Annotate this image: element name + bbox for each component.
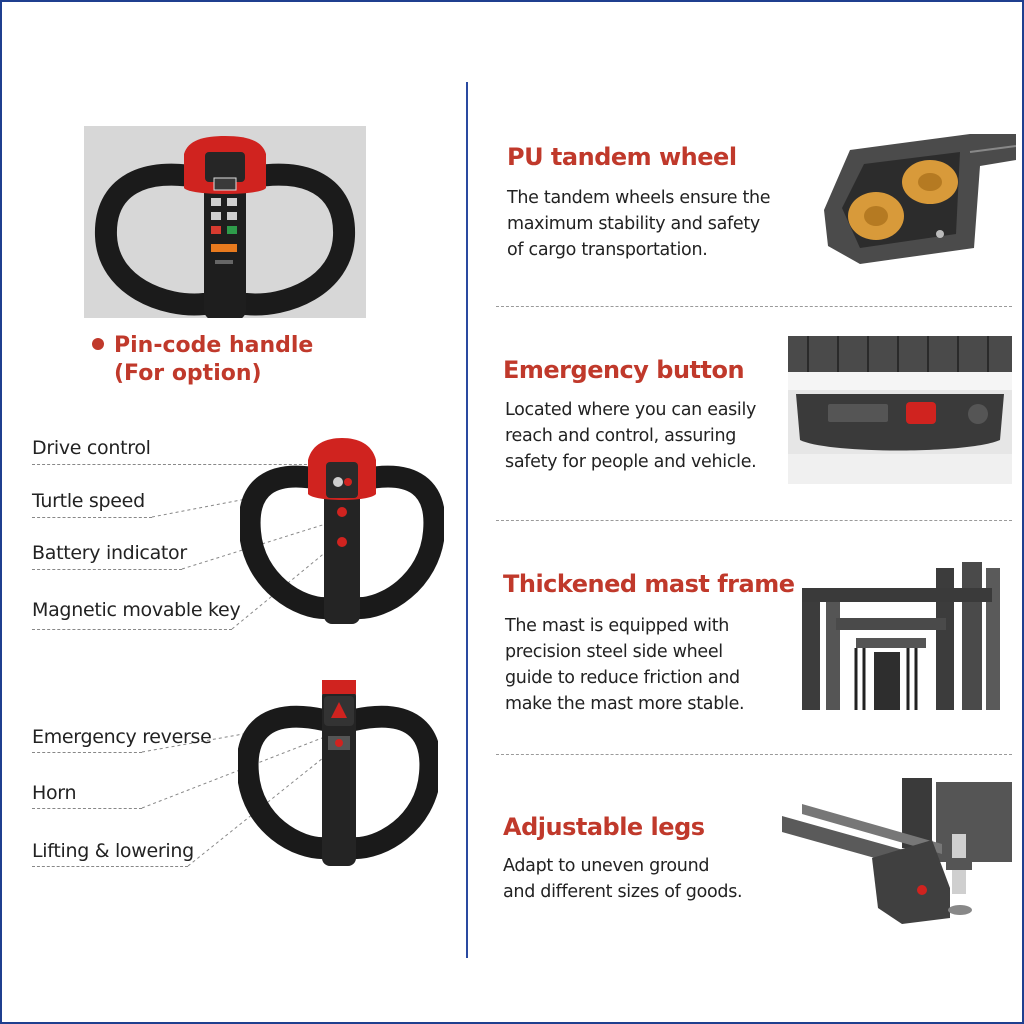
label-underline <box>32 464 322 465</box>
label-emergency-reverse: Emergency reverse <box>32 726 212 748</box>
section-separator <box>496 520 1012 521</box>
label-turtle-speed: Turtle speed <box>32 490 145 512</box>
bullet-dot <box>92 338 104 350</box>
desc-line: Adapt to uneven ground <box>503 856 710 876</box>
feature-desc-pu-tandem-wheel: The tandem wheels ensure the maximum sta… <box>507 185 771 263</box>
label-underline <box>32 808 142 809</box>
desc-line: maximum stability and safety <box>507 214 760 234</box>
label-magnetic-movable-key: Magnetic movable key <box>32 599 241 621</box>
tandem-wheel-image <box>824 134 1016 264</box>
feature-title-thickened-mast-frame: Thickened mast frame <box>503 570 795 598</box>
desc-line: guide to reduce friction and <box>505 668 740 688</box>
label-underline <box>32 517 152 518</box>
pin-code-handle-image <box>84 126 366 318</box>
label-underline <box>32 629 232 630</box>
section-separator <box>496 306 1012 307</box>
desc-line: The tandem wheels ensure the <box>507 188 771 208</box>
desc-line: reach and control, assuring <box>505 426 737 446</box>
section-separator <box>496 754 1012 755</box>
feature-desc-thickened-mast-frame: The mast is equipped with precision stee… <box>505 613 745 717</box>
standard-handle-image <box>240 438 444 624</box>
feature-title-pu-tandem-wheel: PU tandem wheel <box>507 143 737 171</box>
pin-handle-title: Pin-code handle (For option) <box>114 332 313 388</box>
desc-line: of cargo transportation. <box>507 240 708 260</box>
feature-desc-adjustable-legs: Adapt to uneven ground and different siz… <box>503 853 743 905</box>
feature-title-adjustable-legs: Adjustable legs <box>503 813 705 841</box>
lift-handle-image <box>238 680 438 866</box>
label-lifting-lowering: Lifting & lowering <box>32 840 194 862</box>
feature-desc-emergency-button: Located where you can easily reach and c… <box>505 397 757 475</box>
label-underline <box>32 866 188 867</box>
desc-line: make the mast more stable. <box>505 694 745 714</box>
label-horn: Horn <box>32 782 77 804</box>
feature-title-emergency-button: Emergency button <box>503 356 745 384</box>
label-battery-indicator: Battery indicator <box>32 542 187 564</box>
adjustable-legs-image <box>782 778 1014 926</box>
label-underline <box>32 569 182 570</box>
desc-line: precision steel side wheel <box>505 642 723 662</box>
desc-line: and different sizes of goods. <box>503 882 743 902</box>
label-drive-control: Drive control <box>32 437 151 459</box>
desc-line: The mast is equipped with <box>505 616 730 636</box>
desc-line: safety for people and vehicle. <box>505 452 757 472</box>
label-underline <box>32 752 142 753</box>
mast-frame-image <box>796 558 1012 710</box>
desc-line: Located where you can easily <box>505 400 757 420</box>
pin-handle-title-text: Pin-code handle <box>114 333 314 358</box>
pin-handle-subtitle-text: (For option) <box>114 361 262 386</box>
emergency-button-image <box>788 336 1012 484</box>
column-divider <box>466 82 468 958</box>
